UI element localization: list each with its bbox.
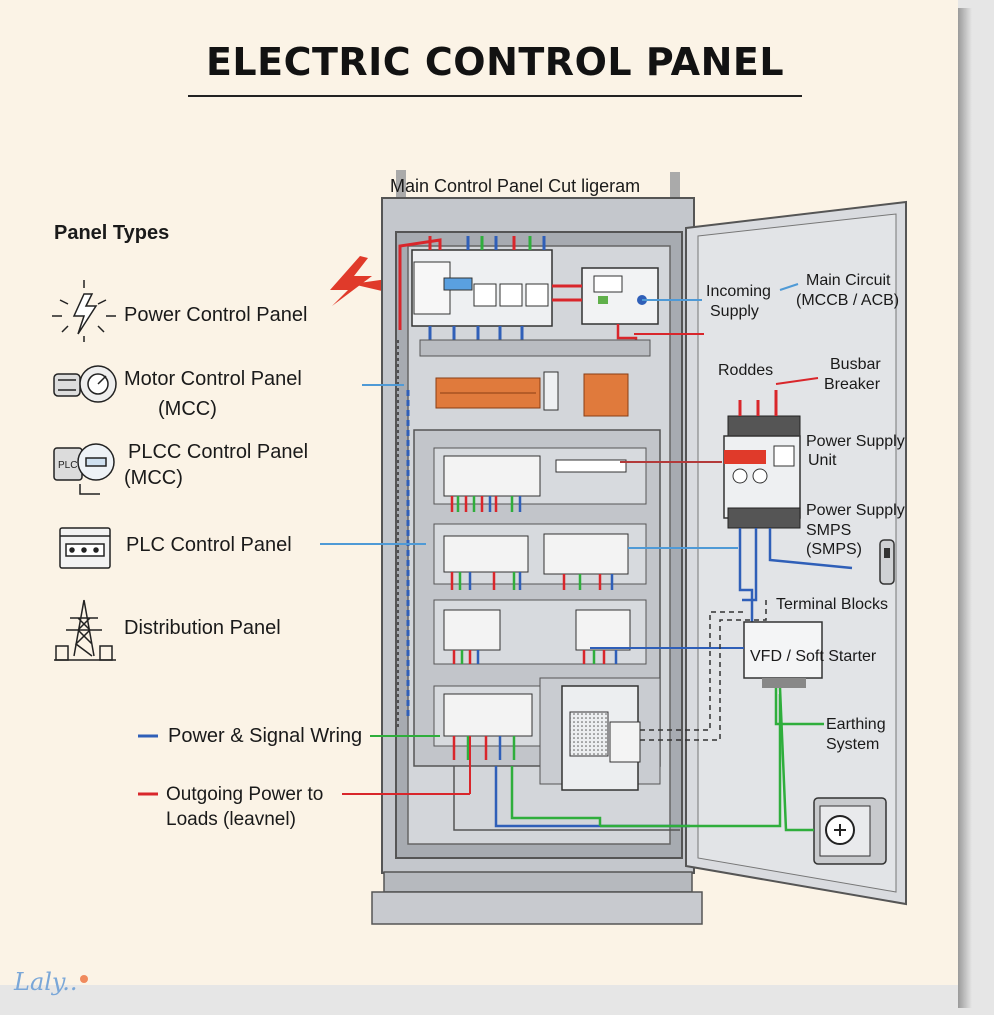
legend-outgoing-2: Loads (leavnel) [166,809,296,830]
lightning-icon [52,280,116,342]
plc-module-icon [59,527,111,569]
legend-outgoing-1: Outgoing Power to [166,784,324,805]
page-shadow [958,8,972,1008]
callout-smps-2: SMPS [806,522,852,539]
callout-terminal-blocks: Terminal Blocks [776,596,889,613]
callout-smps-1: Power Supply [806,502,905,519]
earthing-box [813,797,887,865]
top-wires [398,236,546,340]
callout-earthing-1: Earthing [826,716,886,733]
diagram-caption: Main Control Panel Cut ligeram [390,176,641,196]
panel-type-power: Power Control Panel [124,304,308,326]
panel-type-distribution: Distribution Panel [124,617,281,639]
colored-wires [450,496,618,760]
main-breaker [411,249,553,327]
din-rail-top [419,339,651,357]
callout-lines [138,283,824,832]
panel-type-motor-sub: (MCC) [158,398,217,420]
legend-power-signal: Power & Signal Wring [168,725,363,747]
callout-roddes: Roddes [718,362,774,379]
vfd-unit [743,621,823,688]
panel-types-heading: Panel Types [54,222,170,244]
bolt-icon [330,256,372,306]
callout-incoming-2: Supply [710,303,759,320]
title-underline [188,95,802,97]
cabinet-door [685,200,907,906]
plc-block [539,677,661,791]
motor-icon [53,365,117,403]
busbar [435,371,629,417]
callout-main-circuit-1: Main Circuit [806,272,891,289]
panel-type-plcc-sub: (MCC) [124,467,183,489]
callout-earthing-2: System [826,736,880,753]
svg-text:PLC: PLC [58,460,77,471]
page-title: ELECTRIC CONTROL PANEL [205,40,785,84]
panel-type-motor: Motor Control Panel [124,368,302,390]
callout-psu-1: Power Supply [806,433,905,450]
callout-busbar-1: Busbar [830,356,881,373]
watermark-dot [80,975,88,983]
bottom-wires [397,340,782,831]
plc-meter-icon: PLC [53,443,115,495]
callout-vfd: VFD / Soft Starter [750,648,877,665]
callout-incoming-1: Incoming [706,283,771,300]
callout-main-circuit-2: (MCCB / ACB) [796,292,900,309]
watermark-logo: Laly.. [14,968,78,996]
callout-smps-3: (SMPS) [806,541,862,558]
panel-type-plc: PLC Control Panel [126,534,292,556]
panel-type-plcc: PLCC Control Panel [128,441,309,463]
transmission-tower-icon [54,599,116,661]
terminal-rows [433,447,647,747]
door-breaker [723,390,853,622]
callout-psu-2: Unit [808,452,837,469]
callout-busbar-2: Breaker [824,376,881,393]
